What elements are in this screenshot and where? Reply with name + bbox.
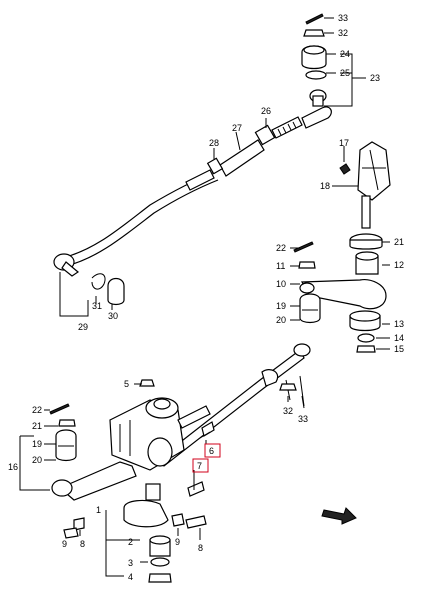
leader-lines: [19, 17, 390, 577]
callout-label: 13: [394, 319, 404, 329]
callout-label: 1: [96, 505, 101, 515]
callout-label: 21: [394, 237, 404, 247]
callout-label: 9: [62, 539, 67, 549]
callout-label: 10: [276, 279, 286, 289]
callout-label: 32: [338, 28, 348, 38]
callout-label: 31: [92, 301, 102, 311]
callout-label: 20: [32, 455, 42, 465]
callout-label: 12: [394, 260, 404, 270]
callout-label: 17: [339, 138, 349, 148]
callout-label: 5: [124, 379, 129, 389]
callout-label: 20: [276, 315, 286, 325]
callout-label: 22: [276, 243, 286, 253]
callout-label: 19: [276, 301, 286, 311]
callout-label: 27: [232, 123, 242, 133]
callout-label: 18: [320, 181, 330, 191]
callout-label: 16: [8, 462, 18, 472]
parts-drawing: [49, 13, 391, 583]
callout-label-highlighted: 7: [197, 461, 202, 471]
callout-label: 8: [80, 539, 85, 549]
callout-label: 22: [32, 405, 42, 415]
callout-label: 11: [276, 261, 285, 271]
callout-label: 33: [298, 414, 308, 424]
callout-label: 14: [394, 333, 404, 343]
callout-label: 33: [338, 13, 348, 23]
callout-label: 4: [128, 572, 133, 582]
callout-label: 25: [340, 68, 350, 78]
callout-label-highlighted: 6: [209, 446, 214, 456]
callout-label: 28: [209, 138, 219, 148]
callout-label: 32: [283, 406, 293, 416]
callout-label: 9: [175, 537, 180, 547]
callout-label: 3: [128, 558, 133, 568]
callout-label: 24: [340, 49, 350, 59]
callout-label: 26: [261, 106, 271, 116]
callout-label: 19: [32, 439, 42, 449]
callout-label: 23: [370, 73, 380, 83]
callout-label: 15: [394, 344, 404, 354]
callout-label: 8: [198, 543, 203, 553]
highlight-boxes: [192, 443, 221, 473]
callout-label: 21: [32, 421, 42, 431]
callout-label: 30: [108, 311, 118, 321]
callout-labels: 33 32 24 25 23 26 27 28 17 18 22 21 11 1…: [8, 13, 404, 582]
callout-label: 2: [128, 537, 133, 547]
callout-label: 29: [78, 322, 88, 332]
arrow-icon: [321, 507, 357, 525]
